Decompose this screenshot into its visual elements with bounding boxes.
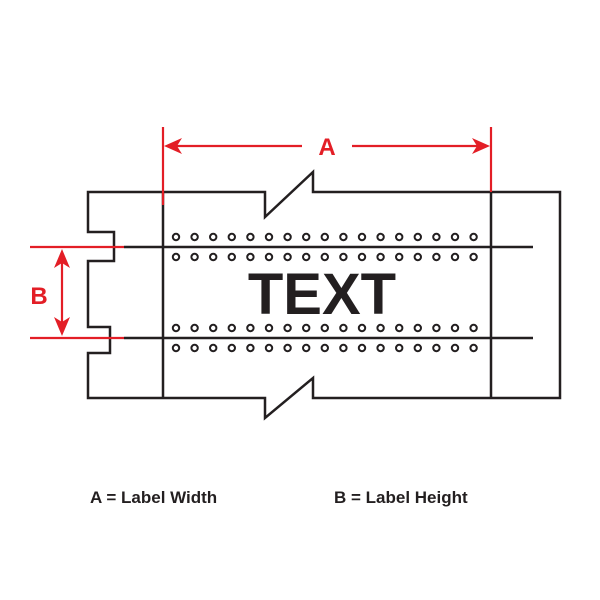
perforation-dot — [190, 232, 199, 242]
perforation-dot — [395, 252, 404, 262]
perforation-dot — [432, 343, 441, 353]
perforation-dot — [413, 323, 422, 333]
perforation-dot — [190, 252, 199, 262]
label-text: TEXT — [248, 262, 396, 327]
perforation-dot — [469, 252, 478, 262]
perforation-dot — [171, 252, 181, 262]
perforation-dot — [469, 323, 478, 333]
perforation-dot — [432, 232, 441, 242]
arrow-down-icon — [54, 317, 70, 336]
perforation-dot — [246, 343, 255, 353]
perforation-dot — [302, 232, 311, 242]
arrow-up-icon — [54, 249, 70, 268]
perforation-dot — [376, 343, 385, 353]
perforation-dot — [171, 323, 181, 333]
perforation-dot — [432, 323, 441, 333]
perforation-dot — [469, 232, 478, 242]
perforation-dot — [171, 232, 181, 242]
perforation-dot — [450, 252, 460, 262]
dimension-b-label: B — [30, 283, 47, 310]
perforation-dot — [357, 323, 367, 333]
perforation-dot — [302, 343, 311, 353]
perforation-dot — [395, 343, 404, 353]
perforation-dot — [320, 343, 329, 353]
perforation-dot — [357, 343, 367, 353]
perforation-dot — [302, 252, 311, 262]
perforation-dot — [227, 323, 237, 333]
perforation-dot — [339, 252, 348, 262]
perforation-dot — [246, 232, 255, 242]
perforation-dot — [171, 343, 181, 353]
perforation-dot — [227, 343, 237, 353]
perforation-dot — [395, 323, 404, 333]
perforation-dot — [413, 232, 422, 242]
perforation-dot — [357, 252, 367, 262]
arrow-right-icon — [472, 138, 490, 154]
perforation-dot — [432, 252, 441, 262]
perforation-dot — [469, 343, 478, 353]
perforation-dot — [357, 232, 367, 242]
perforation-dot — [320, 252, 329, 262]
perforation-dot — [190, 323, 199, 333]
perforation-dot — [264, 323, 274, 333]
perforation-dot — [413, 343, 422, 353]
perforation-dot — [339, 323, 348, 333]
perforation-dot — [376, 323, 385, 333]
perforation-dot — [227, 232, 237, 242]
legend-label-height: B = Label Height — [334, 488, 468, 507]
perforation-dot — [283, 343, 292, 353]
perforation-dot — [413, 252, 422, 262]
perforation-dot — [320, 232, 329, 242]
perforation-dot — [283, 323, 292, 333]
perforation-dot — [339, 343, 348, 353]
perforation-dot — [209, 323, 218, 333]
perforation-dot — [264, 252, 274, 262]
perforation-dot — [320, 323, 329, 333]
perforation-dot — [264, 232, 274, 242]
perforation-dot — [450, 343, 460, 353]
perforation-dot — [376, 252, 385, 262]
dimension-a-label: A — [318, 134, 335, 161]
perforation-dot — [227, 252, 237, 262]
perforation-dot — [190, 343, 199, 353]
perforation-dot — [376, 232, 385, 242]
label-outline — [86, 169, 562, 421]
perforation-dot — [283, 232, 292, 242]
perforation-dot — [339, 232, 348, 242]
perforation-dot — [246, 252, 255, 262]
perforation-dot — [246, 323, 255, 333]
arrow-left-icon — [164, 138, 182, 154]
perforation-dot — [209, 232, 218, 242]
perforation-dot — [450, 232, 460, 242]
legend-label-width: A = Label Width — [90, 488, 218, 507]
perforation-dot — [264, 343, 274, 353]
perforation-dot — [302, 323, 311, 333]
perforation-dot — [209, 252, 218, 262]
perforation-dot — [209, 343, 218, 353]
perforation-dot — [395, 232, 404, 242]
perforation-dot — [283, 252, 292, 262]
perforation-dot — [450, 323, 460, 333]
